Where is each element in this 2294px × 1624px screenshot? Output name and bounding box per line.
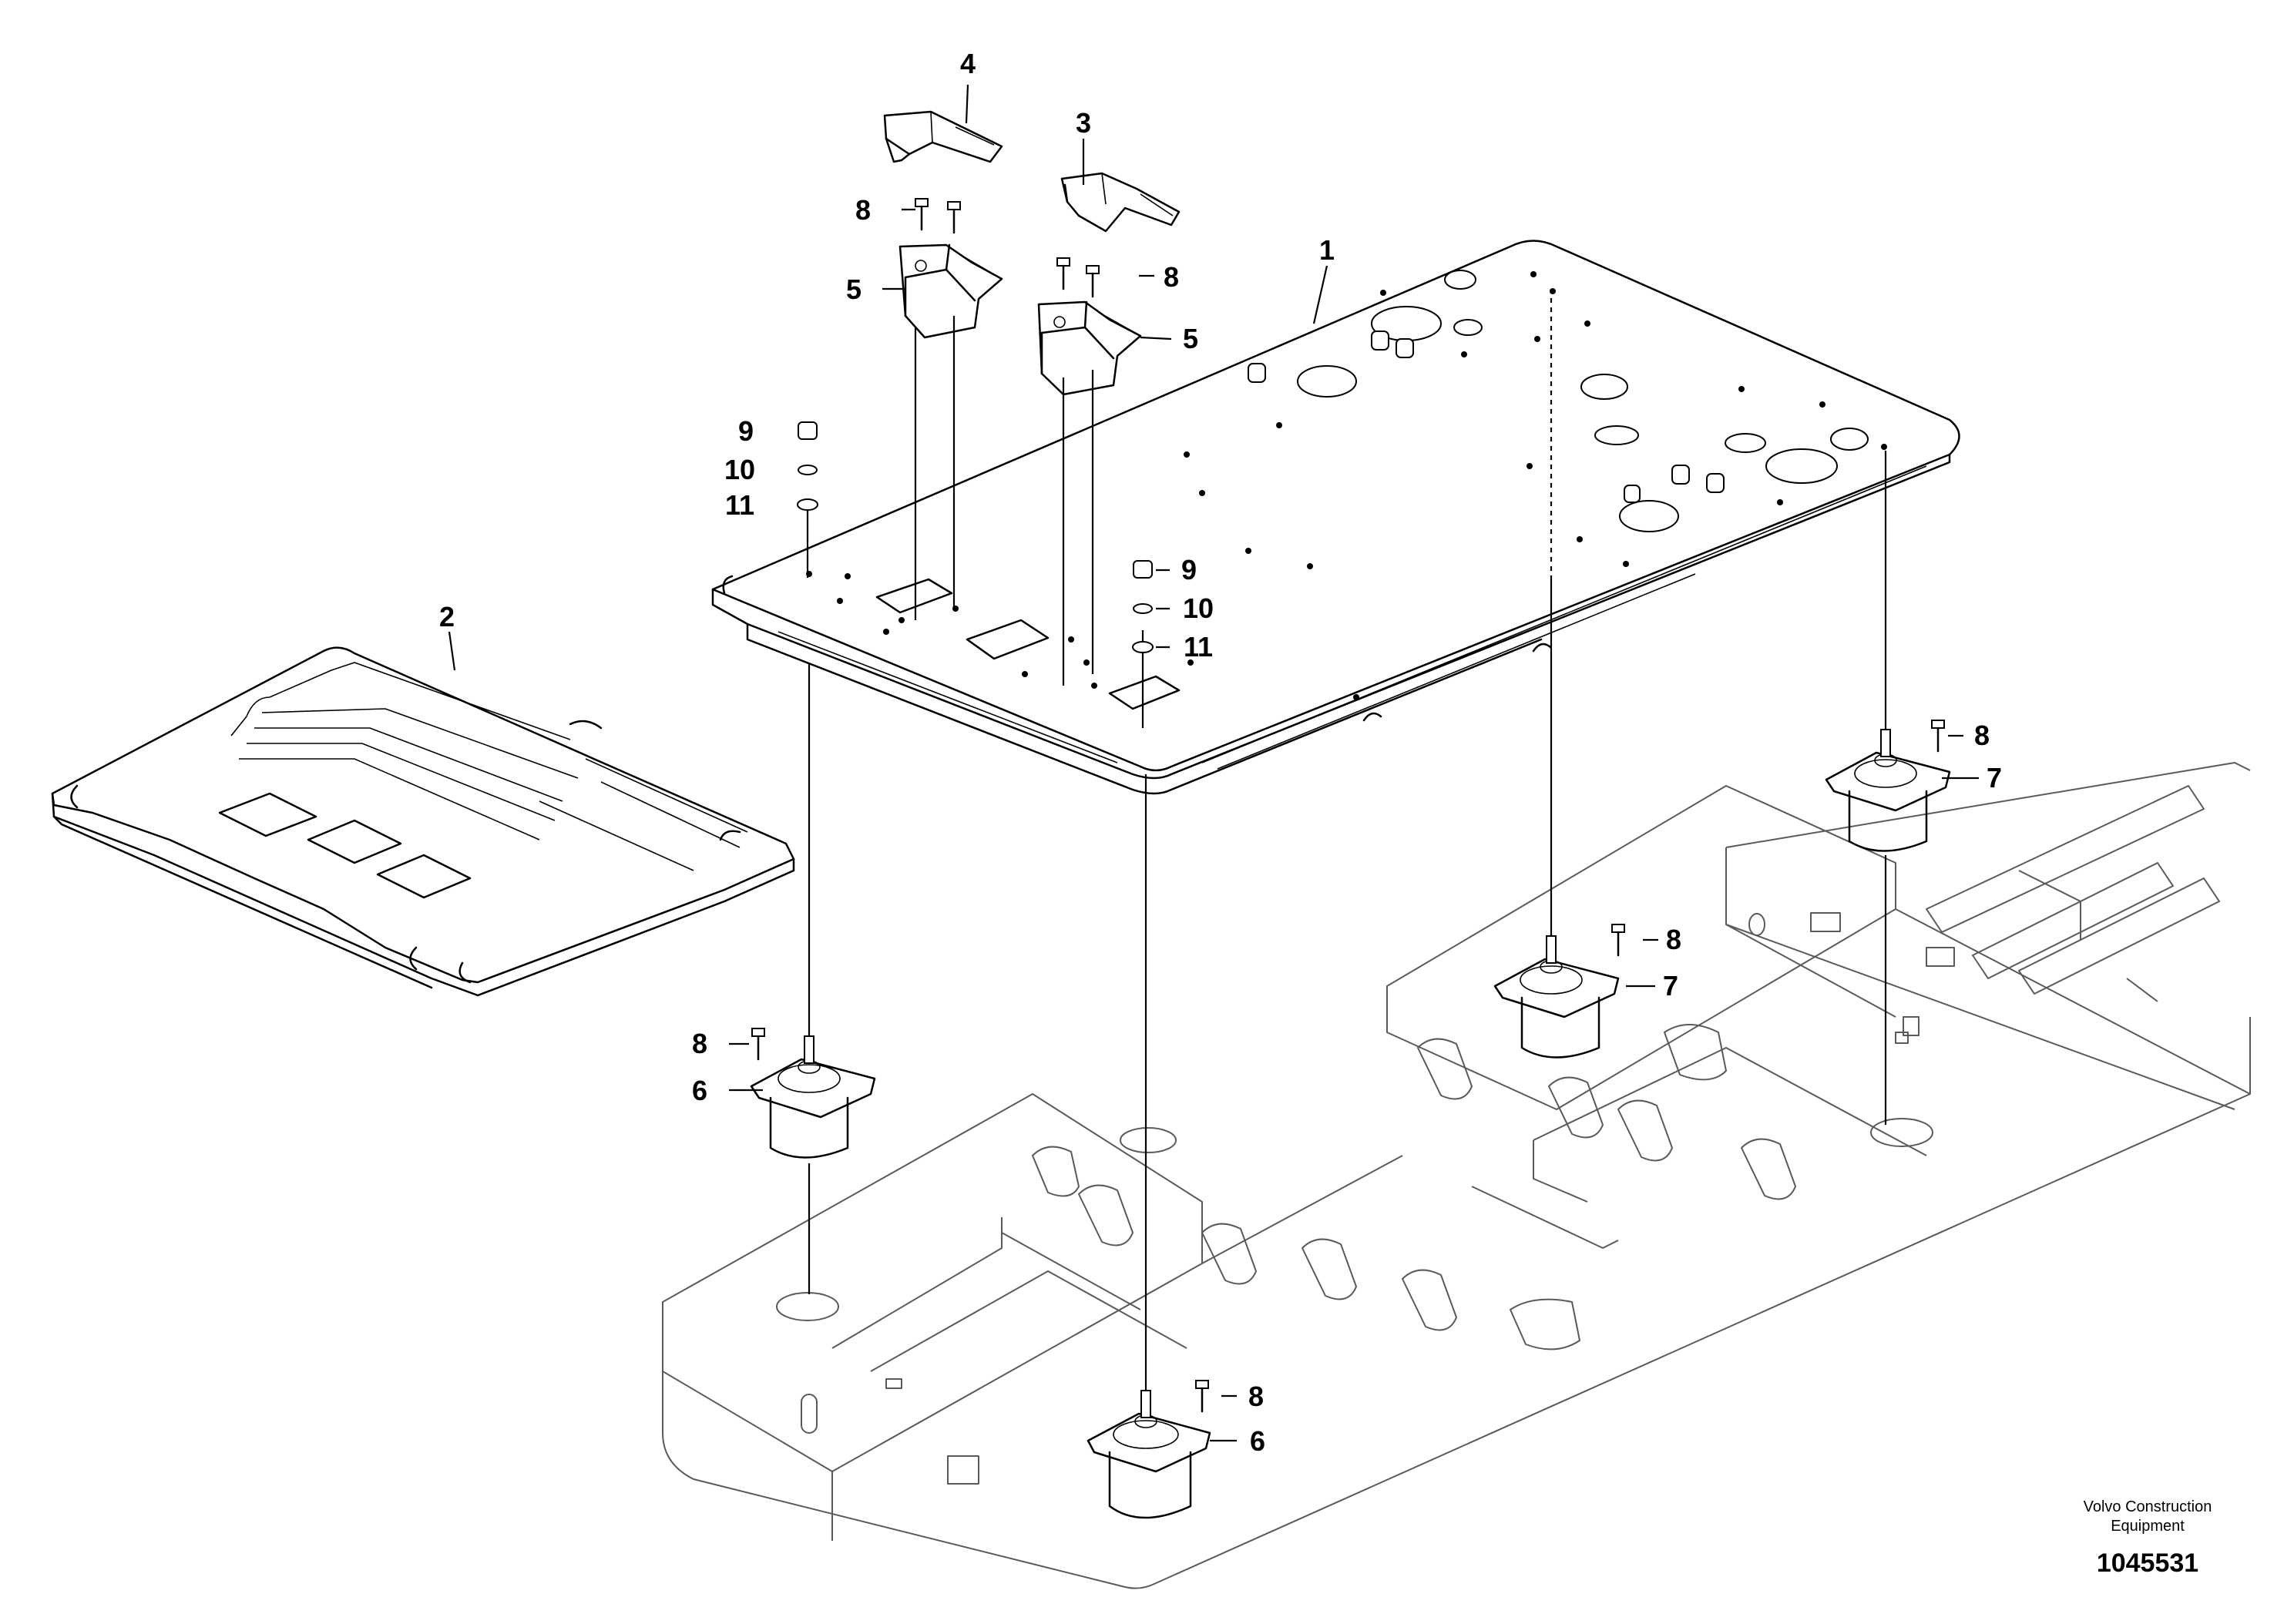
footer: Volvo Construction Equipment 1045531 bbox=[2084, 1498, 2212, 1578]
callout-8-c: 8 bbox=[1974, 720, 1990, 751]
callout-6-left: 6 bbox=[692, 1075, 707, 1106]
cover-part-3 bbox=[1060, 172, 1181, 233]
callout-3: 3 bbox=[1076, 107, 1091, 139]
callout-10-right: 10 bbox=[1183, 592, 1214, 624]
callout-8-a: 8 bbox=[855, 194, 871, 226]
callout-4: 4 bbox=[960, 48, 976, 79]
main-plate-part-1 bbox=[711, 240, 1960, 795]
fasteners-part-9-10-11 bbox=[797, 421, 1154, 653]
assembly-lines bbox=[448, 84, 1979, 1442]
callout-11-left: 11 bbox=[725, 489, 754, 521]
callout-9-left: 9 bbox=[738, 415, 754, 447]
document-number: 1045531 bbox=[2097, 1549, 2198, 1578]
floor-plate-part-2 bbox=[51, 646, 795, 997]
bracket-part-5-right bbox=[1037, 300, 1142, 396]
brand-line-2: Equipment bbox=[2111, 1518, 2185, 1535]
mount-part-7-right bbox=[1825, 729, 1951, 852]
callout-8-d: 8 bbox=[1666, 924, 1681, 955]
callout-7-center: 7 bbox=[1663, 970, 1678, 1002]
mount-part-6-right bbox=[1087, 1390, 1211, 1519]
bracket-part-5-left bbox=[898, 243, 1003, 339]
mount-part-7-center bbox=[1493, 935, 1620, 1059]
callout-11-right: 11 bbox=[1184, 631, 1213, 663]
callout-7-right: 7 bbox=[1987, 762, 2002, 794]
callout-8-e: 8 bbox=[692, 1028, 707, 1059]
cover-part-4 bbox=[883, 110, 1003, 163]
callout-10-left: 10 bbox=[724, 454, 755, 485]
callout-9-right: 9 bbox=[1181, 554, 1197, 586]
callout-1: 1 bbox=[1319, 234, 1335, 266]
callout-labels: 1 2 3 4 5 5 6 6 7 7 8 8 8 8 8 8 9 9 10 1… bbox=[439, 48, 2002, 1457]
callout-6-right: 6 bbox=[1250, 1425, 1265, 1457]
brand-line-1: Volvo Construction bbox=[2084, 1498, 2212, 1515]
bolts-part-8 bbox=[751, 198, 1945, 1413]
callout-8-f: 8 bbox=[1248, 1381, 1264, 1412]
callout-2: 2 bbox=[439, 601, 455, 632]
callout-8-b: 8 bbox=[1164, 261, 1179, 293]
lower-frame bbox=[662, 762, 2251, 1589]
mount-part-6-left bbox=[750, 1035, 876, 1159]
callout-5-left: 5 bbox=[846, 273, 862, 305]
callout-5-right: 5 bbox=[1183, 323, 1198, 354]
